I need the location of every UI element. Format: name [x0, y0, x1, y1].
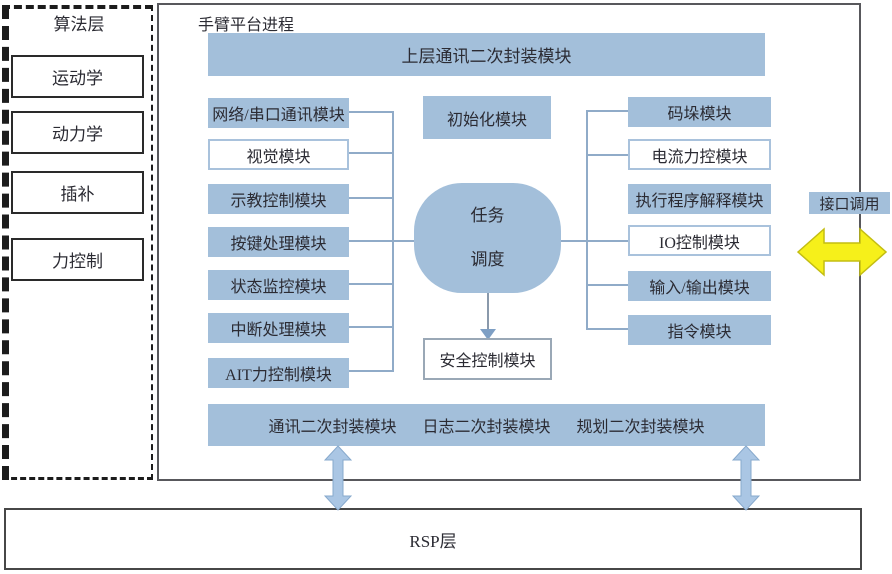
module-palletizing: 码垛模块: [628, 97, 771, 127]
module-safety-control: 安全控制模块: [423, 338, 552, 380]
connector-line: [586, 110, 628, 112]
module-key-handling: 按键处理模块: [208, 227, 349, 257]
blue-double-arrow-left: [324, 445, 352, 511]
bottom-wrapper-bar: 通讯二次封装模块 日志二次封装模块 规划二次封装模块: [208, 404, 765, 446]
module-current-force-control: 电流力控模块: [628, 139, 771, 170]
rsp-layer-box: RSP层: [4, 508, 862, 570]
connector-line: [561, 240, 628, 242]
connector-line: [349, 111, 392, 113]
connector-spine-left: [392, 111, 394, 372]
arm-platform-title: 手臂平台进程: [198, 17, 295, 34]
connector-spine-right: [586, 110, 588, 330]
algorithm-box-interpolation: 插补: [11, 171, 144, 214]
module-status-monitor: 状态监控模块: [208, 270, 349, 300]
task-scheduler-label-line1: 任务: [470, 206, 505, 225]
algorithm-box-force-control: 力控制: [11, 238, 144, 281]
plan-wrapper-label: 规划二次封装模块: [576, 419, 705, 436]
module-network-serial-comm: 网络/串口通讯模块: [208, 98, 349, 128]
module-command: 指令模块: [628, 315, 771, 345]
rsp-layer-label: RSP层: [409, 531, 457, 551]
connector-line: [349, 240, 414, 242]
module-teach-control: 示教控制模块: [208, 184, 349, 214]
algorithm-layer-title: 算法层: [53, 14, 105, 34]
scheduler-to-safety-arrow-head: [480, 329, 496, 340]
connector-line: [349, 197, 392, 199]
module-input-output: 输入/输出模块: [628, 271, 771, 301]
algorithm-box-dynamics: 动力学: [11, 111, 144, 154]
module-vision: 视觉模块: [208, 139, 349, 170]
module-program-interpreter: 执行程序解释模块: [628, 184, 771, 214]
connector-line: [349, 370, 392, 372]
interface-call-label: 接口调用: [809, 192, 890, 214]
connector-line: [586, 284, 628, 286]
comm-wrapper-label: 通讯二次封装模块: [268, 419, 397, 436]
task-scheduler-node: 任务 调度: [414, 183, 561, 293]
upper-comm-wrapper-bar: 上层通讯二次封装模块: [208, 33, 765, 76]
module-io-control: IO控制模块: [628, 225, 771, 256]
connector-line: [349, 283, 392, 285]
connector-line: [586, 154, 628, 156]
module-init: 初始化模块: [423, 96, 551, 139]
scheduler-to-safety-arrow-stem: [487, 293, 489, 331]
log-wrapper-label: 日志二次封装模块: [422, 419, 551, 436]
module-ait-force-control: AIT力控制模块: [208, 358, 349, 388]
blue-double-arrow-right: [732, 445, 760, 511]
connector-line: [349, 326, 392, 328]
yellow-double-arrow: [797, 227, 887, 277]
connector-line: [586, 328, 628, 330]
task-scheduler-label-line2: 调度: [470, 250, 505, 269]
module-interrupt-handling: 中断处理模块: [208, 313, 349, 343]
connector-line: [349, 152, 392, 154]
algorithm-layer-panel: [2, 5, 153, 480]
algorithm-box-kinematics: 运动学: [11, 55, 144, 98]
